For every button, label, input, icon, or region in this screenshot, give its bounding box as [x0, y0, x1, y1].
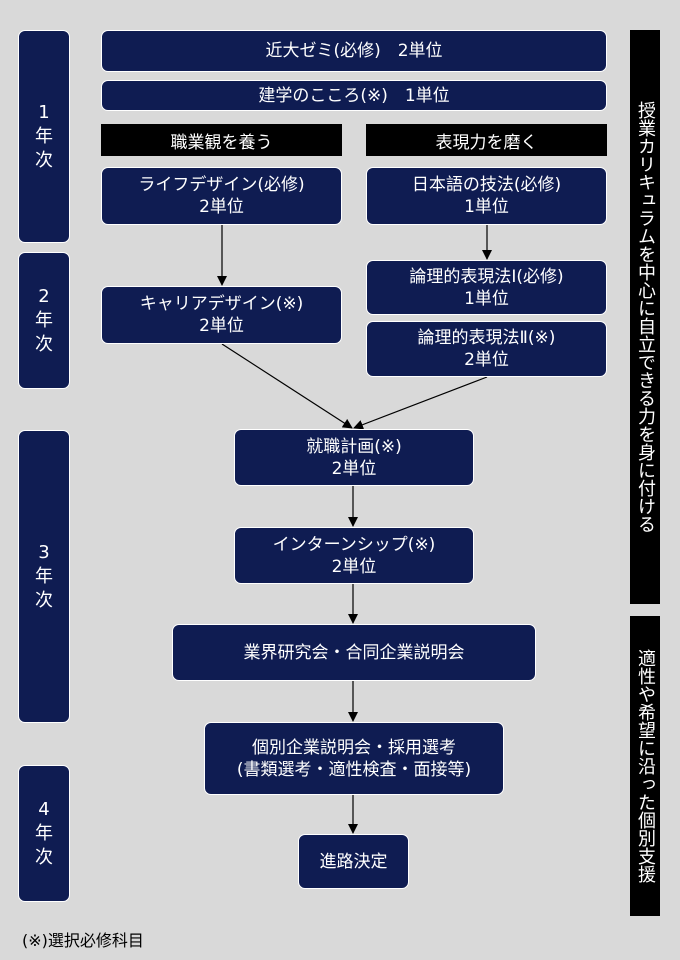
course-internship: インターンシップ(※) 2単位 — [234, 527, 474, 584]
step-shinro-kettei: 進路決定 — [298, 834, 409, 889]
year-4-label: 4 年 次 — [18, 765, 70, 902]
course-kindai-zemi: 近大ゼミ(必修) 2単位 — [101, 30, 607, 72]
step-kobetsu-setsumeikai: 個別企業説明会・採用選考 (書類選考・適性検査・面接等) — [204, 722, 504, 795]
header-shokugyo: 職業観を養う — [101, 124, 342, 156]
course-nihongo: 日本語の技法(必修) 1単位 — [366, 167, 607, 225]
course-kengaku: 建学のこころ(※) 1単位 — [101, 80, 607, 111]
side-label-curriculum: 授業カリキュラムを中心に自立できる力を身に付ける — [630, 30, 660, 604]
course-shushoku-keikaku: 就職計画(※) 2単位 — [234, 429, 474, 486]
arrow-ronri2-to-shushoku — [353, 376, 488, 430]
arrow-career-to-shushoku — [221, 343, 353, 429]
year-2-label: 2 年 次 — [18, 252, 70, 389]
course-life-design: ライフデザイン(必修) 2単位 — [101, 167, 342, 225]
year-3-label: 3 年 次 — [18, 430, 70, 723]
header-hyogen: 表現力を磨く — [366, 124, 607, 156]
course-ronri-1: 論理的表現法Ⅰ(必修) 1単位 — [366, 260, 607, 315]
footnote: (※)選択必修科目 — [22, 931, 144, 950]
course-ronri-2: 論理的表現法Ⅱ(※) 2単位 — [366, 321, 607, 377]
course-career-design: キャリアデザイン(※) 2単位 — [101, 286, 342, 344]
step-gyokai-kenkyukai: 業界研究会・合同企業説明会 — [172, 624, 536, 681]
year-1-label: 1 年 次 — [18, 30, 70, 243]
side-label-individual-support: 適性や希望に沿った個別支援 — [630, 616, 660, 916]
